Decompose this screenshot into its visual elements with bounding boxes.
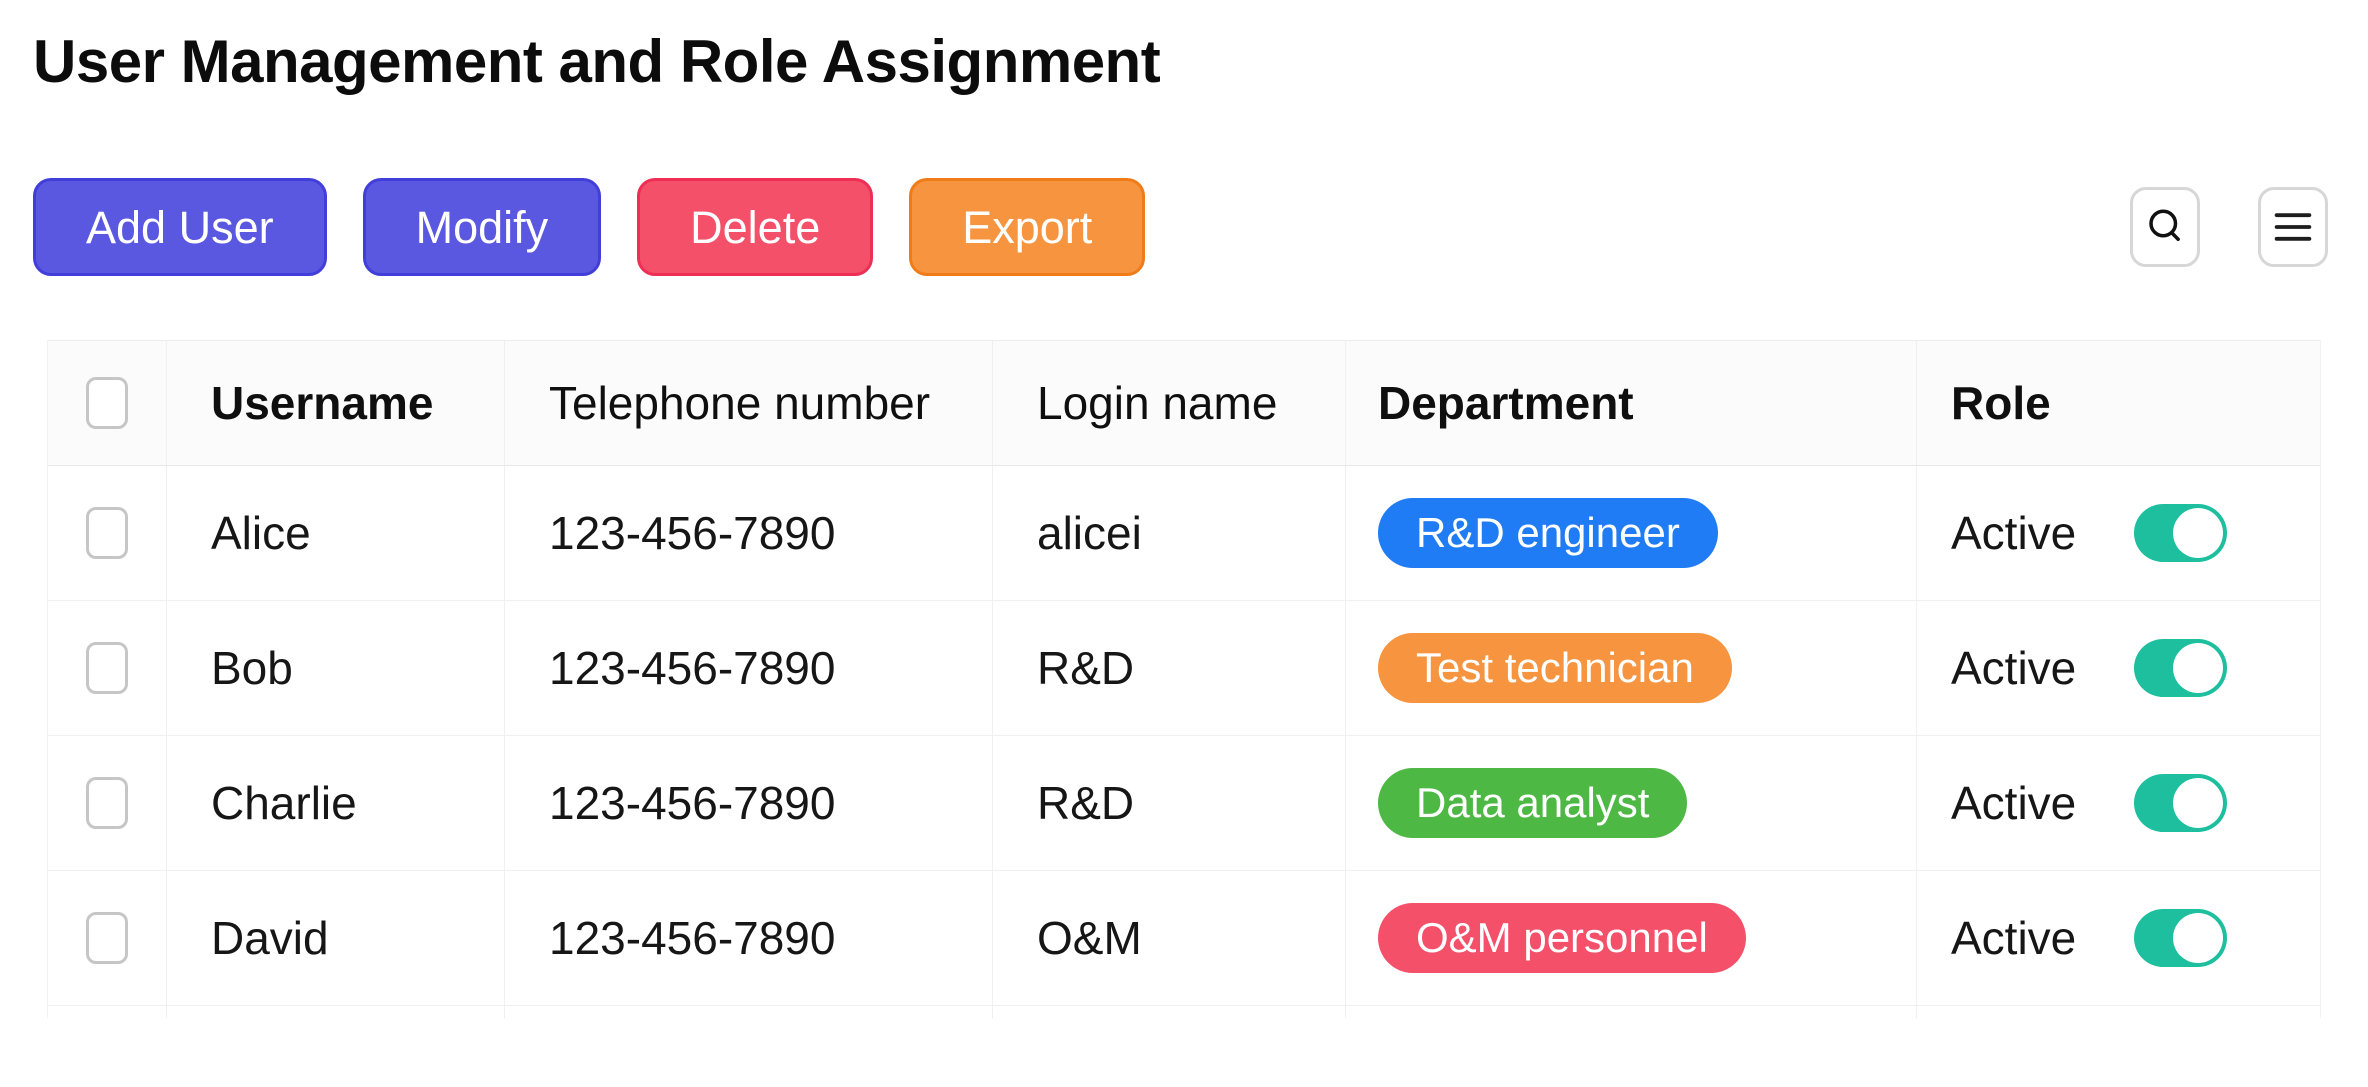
checkbox-cell — [48, 736, 166, 870]
department-cell: O&M personnel — [1345, 871, 1916, 1005]
telephone-cell: 123-456-7890 — [504, 871, 992, 1005]
role-toggle[interactable] — [2134, 504, 2228, 562]
table-row-partial — [48, 1006, 2320, 1018]
role-status-label: Active — [1951, 912, 2077, 964]
checkbox-cell — [48, 601, 166, 735]
toggle-knob — [2173, 778, 2224, 828]
department-cell: Data analyst — [1345, 736, 1916, 870]
department-cell: R&D engineer — [1345, 466, 1916, 600]
username-cell: Bob — [166, 601, 504, 735]
toggle-knob — [2173, 913, 2224, 963]
table-row: Charlie 123-456-7890 R&D Data analyst Ac… — [48, 736, 2320, 871]
username-cell: David — [166, 871, 504, 1005]
column-header-role: Role — [1916, 341, 2320, 465]
toolbar: Add User Modify Delete Export — [33, 178, 2328, 276]
username-cell: Charlie — [166, 736, 504, 870]
login-name-cell: R&D — [992, 601, 1345, 735]
role-cell: Active — [1916, 736, 2320, 870]
export-button[interactable]: Export — [909, 178, 1146, 276]
role-status-label: Active — [1951, 642, 2077, 694]
toggle-knob — [2173, 508, 2224, 558]
search-button[interactable] — [2130, 187, 2200, 267]
telephone-cell: 123-456-7890 — [504, 466, 992, 600]
select-all-checkbox[interactable] — [86, 377, 128, 429]
login-name-cell: alicei — [992, 466, 1345, 600]
user-table: Username Telephone number Login name Dep… — [47, 340, 2321, 1018]
table-row: David 123-456-7890 O&M O&M personnel Act… — [48, 871, 2320, 1006]
toggle-knob — [2173, 643, 2224, 693]
menu-icon — [2271, 207, 2315, 247]
column-header-department: Department — [1345, 341, 1916, 465]
row-checkbox[interactable] — [86, 642, 128, 694]
telephone-cell: 123-456-7890 — [504, 601, 992, 735]
add-user-button[interactable]: Add User — [33, 178, 327, 276]
role-toggle[interactable] — [2134, 909, 2228, 967]
checkbox-cell — [48, 466, 166, 600]
login-name-cell: O&M — [992, 871, 1345, 1005]
column-header-telephone: Telephone number — [504, 341, 992, 465]
telephone-cell: 123-456-7890 — [504, 736, 992, 870]
role-status-label: Active — [1951, 507, 2077, 559]
role-toggle[interactable] — [2134, 774, 2228, 832]
checkbox-cell — [48, 871, 166, 1005]
department-badge: Data analyst — [1378, 768, 1688, 838]
role-cell: Active — [1916, 466, 2320, 600]
department-badge: Test technician — [1378, 633, 1732, 703]
username-cell: Alice — [166, 466, 504, 600]
toolbar-right — [2130, 187, 2328, 267]
role-cell: Active — [1916, 601, 2320, 735]
table-row: Bob 123-456-7890 R&D Test technician Act… — [48, 601, 2320, 736]
table-header-row: Username Telephone number Login name Dep… — [48, 341, 2320, 466]
login-name-cell: R&D — [992, 736, 1345, 870]
modify-button[interactable]: Modify — [362, 178, 602, 276]
table-row: Alice 123-456-7890 alicei R&D engineer A… — [48, 466, 2320, 601]
role-toggle[interactable] — [2134, 639, 2228, 697]
delete-button[interactable]: Delete — [637, 178, 874, 276]
header-checkbox-cell — [48, 341, 166, 465]
page-title: User Management and Role Assignment — [33, 28, 1161, 95]
row-checkbox[interactable] — [86, 507, 128, 559]
row-checkbox[interactable] — [86, 912, 128, 964]
search-icon — [2144, 206, 2186, 248]
role-cell: Active — [1916, 871, 2320, 1005]
column-header-username: Username — [166, 341, 504, 465]
column-header-login-name: Login name — [992, 341, 1345, 465]
menu-button[interactable] — [2258, 187, 2328, 267]
department-badge: O&M personnel — [1378, 903, 1746, 973]
user-management-page: User Management and Role Assignment Add … — [0, 28, 2368, 1087]
department-badge: R&D engineer — [1378, 498, 1718, 568]
department-cell: Test technician — [1345, 601, 1916, 735]
row-checkbox[interactable] — [86, 777, 128, 829]
role-status-label: Active — [1951, 777, 2077, 829]
